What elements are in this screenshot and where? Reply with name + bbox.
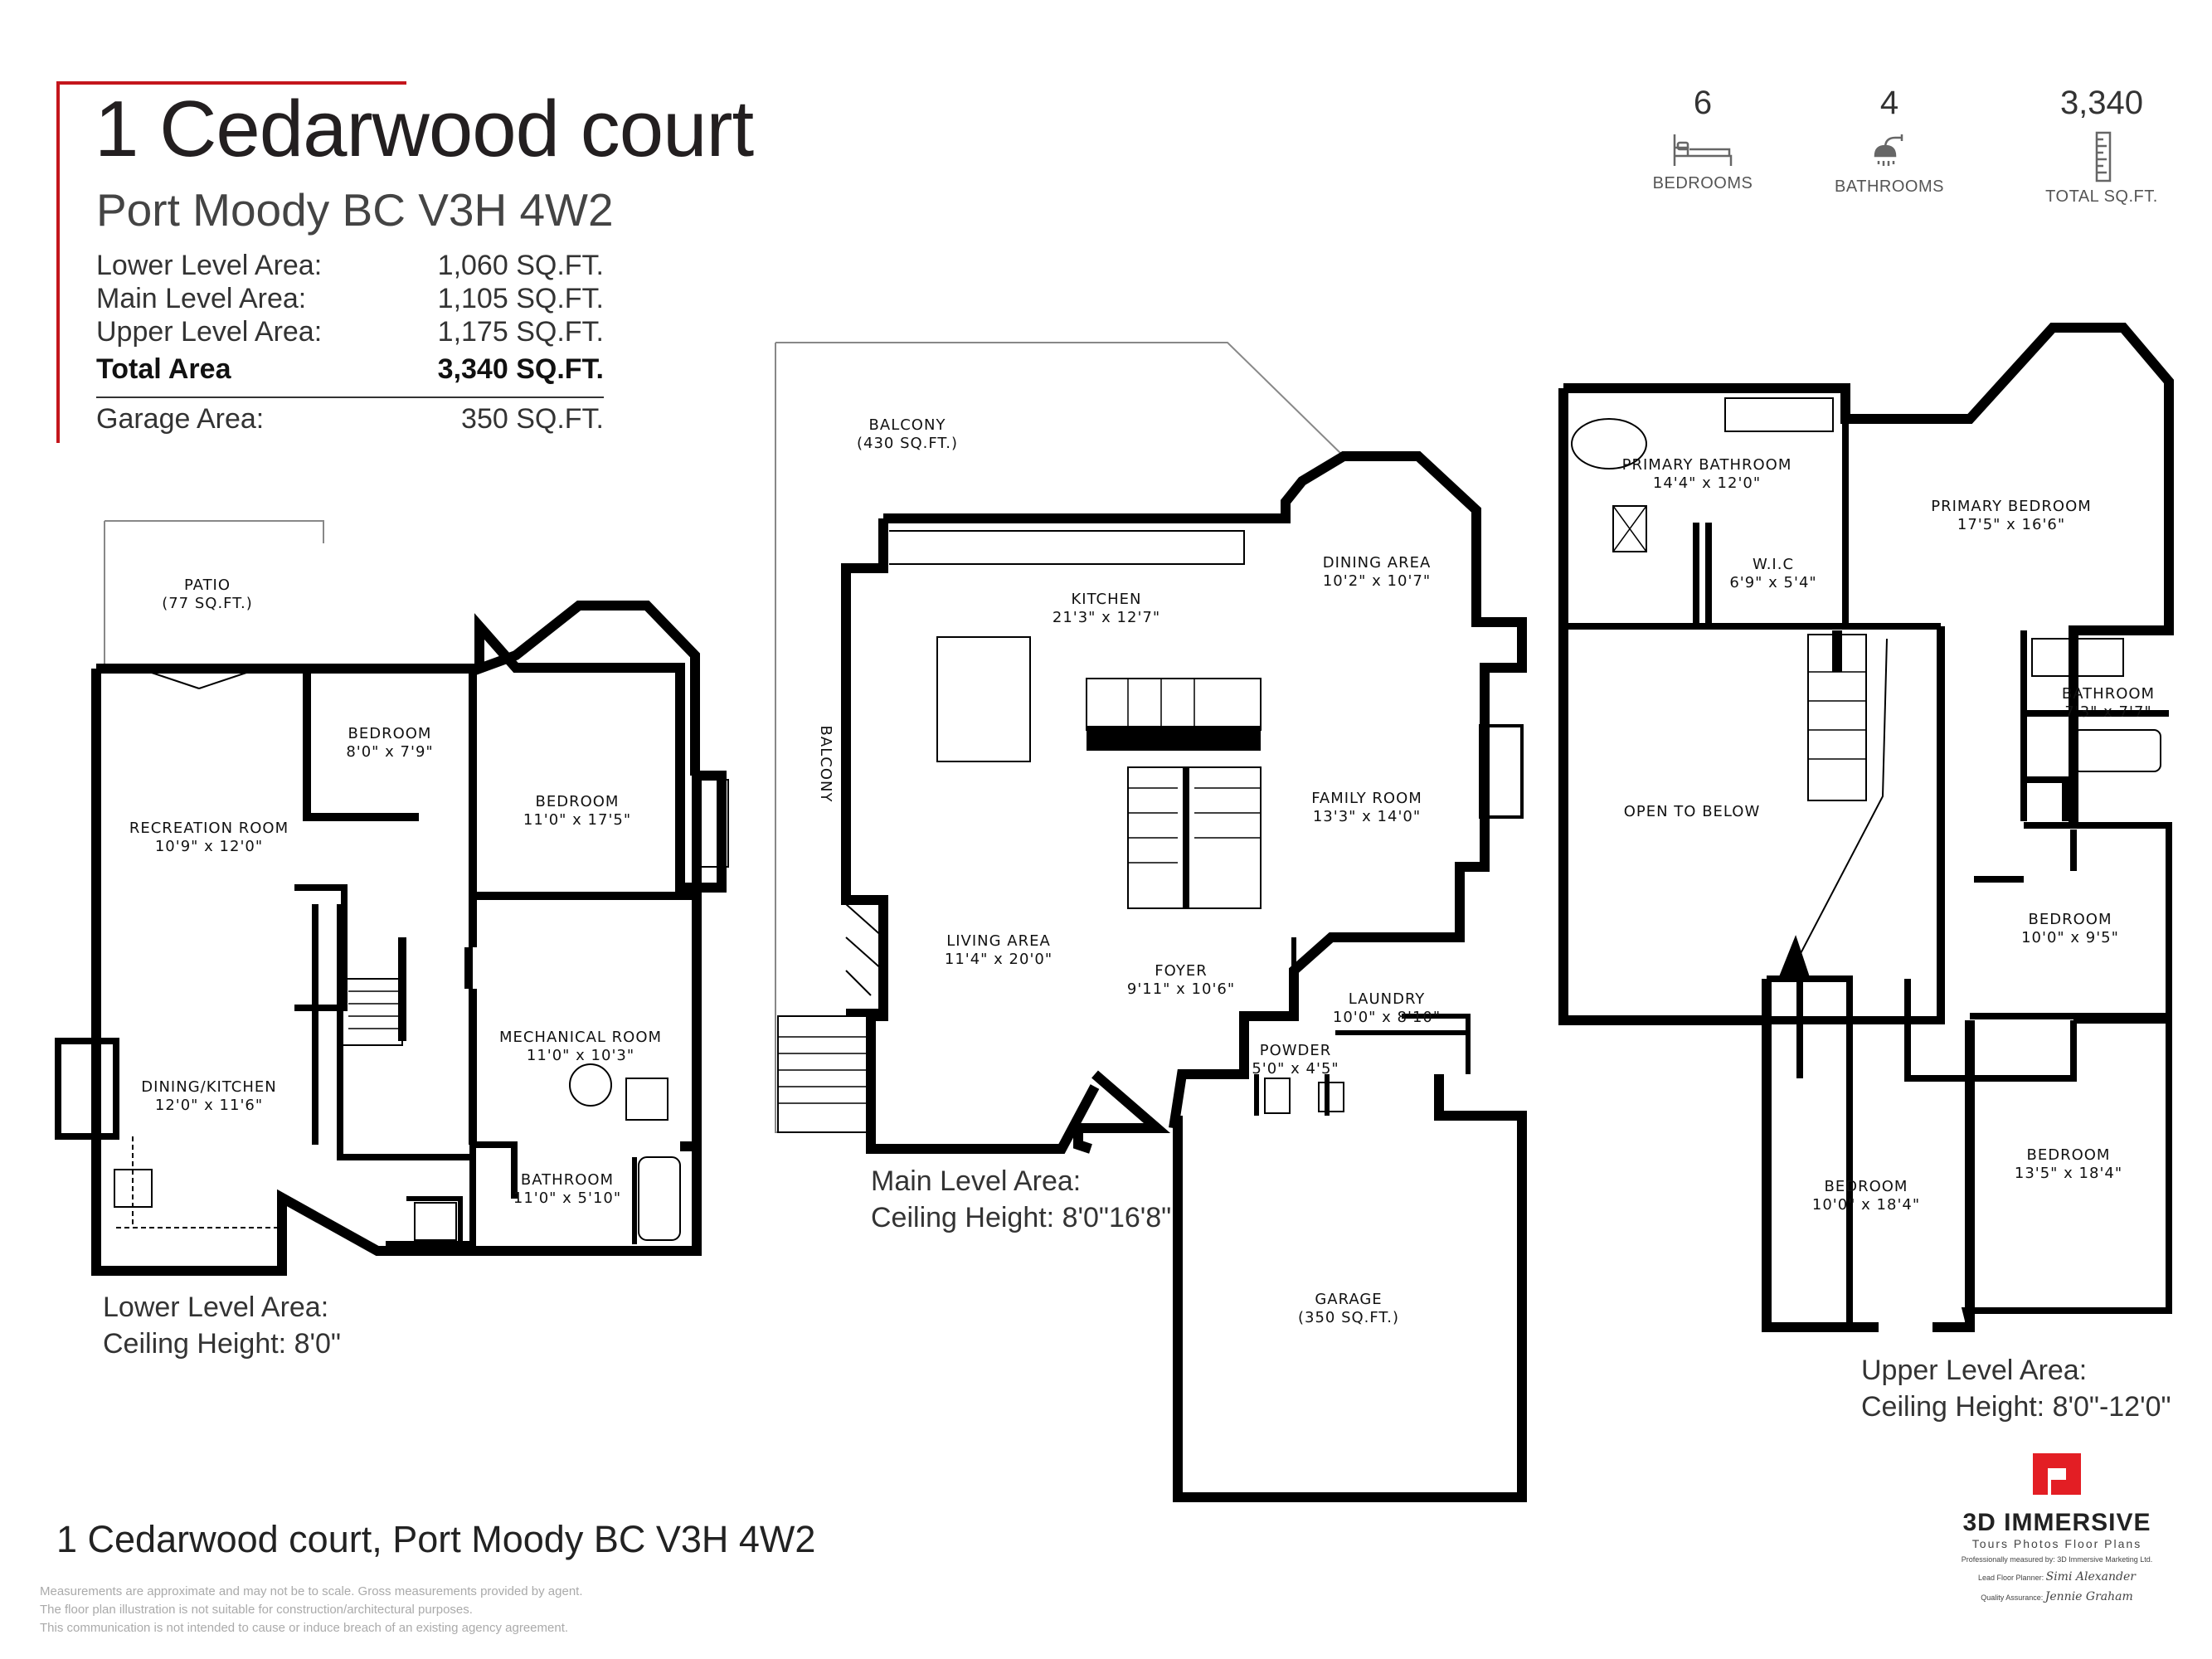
room-label-open-to-below: OPEN TO BELOW (1623, 803, 1761, 820)
area-divider (96, 397, 604, 398)
caption-area: Lower Level Area: (103, 1292, 329, 1323)
upper-level-caption: Upper Level Area: Ceiling Height: 8'0"-1… (1861, 1352, 2171, 1425)
main-level-plan (775, 342, 1527, 1502)
caption-area: Upper Level Area: (1861, 1355, 2088, 1386)
disclaimer-line: This communication is not intended to ca… (40, 1621, 569, 1635)
lead-planner-label: Lead Floor Planner: (1978, 1574, 2044, 1582)
shower-icon (1874, 134, 1903, 166)
area-value: 1,060 SQ.FT. (437, 250, 604, 281)
area-row-garage: Garage Area: 350 SQ.FT. (96, 402, 604, 435)
area-value: 1,105 SQ.FT. (437, 283, 604, 314)
brand-credit: Professionally measured by: 3D Immersive… (1961, 1555, 2153, 1564)
brand-block: 3D IMMERSIVE Tours Photos Floor Plans Pr… (1932, 1450, 2181, 1603)
area-label: Main Level Area: (96, 283, 307, 314)
ruler-icon (2095, 131, 2112, 182)
stat-bathrooms: 4 BATHROOMS (1815, 86, 1964, 197)
stat-bedrooms: 6 BEDROOMS (1628, 86, 1777, 193)
qa-line: Quality Assurance: Jennie Graham (1932, 1590, 2181, 1603)
caption-ceiling: Ceiling Height: 8'0"-12'0" (1861, 1391, 2171, 1423)
lead-planner-signature: Simi Alexander (2045, 1570, 2136, 1584)
brand-logo-icon (2033, 1453, 2081, 1495)
area-value: 1,175 SQ.FT. (437, 316, 604, 348)
stat-number: 3,340 (2059, 85, 2144, 121)
area-label: Total Area (96, 353, 231, 385)
area-row-main: Main Level Area: 1,105 SQ.FT. (96, 282, 604, 315)
disclaimer-line: The floor plan illustration is not suita… (40, 1603, 473, 1617)
main-level-caption: Main Level Area: Ceiling Height: 8'0"16'… (871, 1163, 1171, 1236)
stat-label: TOTAL SQ.FT. (2045, 187, 2158, 206)
room-label-balcony: BALCONY(430 SQ.FT.) (856, 416, 959, 452)
stat-label: BEDROOMS (1652, 174, 1753, 192)
disclaimer: Measurements are approximate and may not… (40, 1583, 583, 1637)
lower-level-plan (55, 520, 729, 1276)
brand-name: 3D IMMERSIVE (1962, 1509, 2151, 1536)
page-title: 1 Cedarwood court (95, 85, 754, 173)
upper-level-plan (1558, 323, 2174, 1332)
area-row-total: Total Area 3,340 SQ.FT. (96, 353, 604, 386)
caption-area: Main Level Area: (871, 1165, 1082, 1197)
qa-label: Quality Assurance: (1981, 1593, 2044, 1602)
qa-signature: Jennie Graham (2044, 1590, 2133, 1603)
stat-number: 6 (1693, 85, 1713, 121)
lead-planner-line: Lead Floor Planner: Simi Alexander (1932, 1570, 2181, 1584)
stat-label: BATHROOMS (1835, 178, 1944, 196)
caption-ceiling: Ceiling Height: 8'0" (103, 1328, 341, 1360)
area-row-upper: Upper Level Area: 1,175 SQ.FT. (96, 315, 604, 348)
room-label-patio: PATIO(77 SQ.FT.) (162, 577, 253, 612)
lower-level-caption: Lower Level Area: Ceiling Height: 8'0" (103, 1289, 341, 1362)
caption-ceiling: Ceiling Height: 8'0"16'8" (871, 1202, 1172, 1233)
disclaimer-line: Measurements are approximate and may not… (40, 1584, 583, 1598)
room-label-garage: GARAGE(350 SQ.FT.) (1297, 1291, 1400, 1326)
area-value: 3,340 SQ.FT. (437, 353, 604, 385)
area-row-lower: Lower Level Area: 1,060 SQ.FT. (96, 249, 604, 282)
page-subtitle: Port Moody BC V3H 4W2 (96, 184, 614, 236)
area-value: 350 SQ.FT. (461, 403, 604, 435)
bed-icon (1673, 134, 1733, 166)
area-label: Lower Level Area: (96, 250, 323, 281)
stat-number: 4 (1879, 85, 1899, 121)
area-label: Garage Area: (96, 403, 265, 435)
brand-tagline: Tours Photos Floor Plans (1971, 1537, 2142, 1550)
room-label-balcony-side: BALCONY (817, 725, 834, 803)
stat-total-sqft: 3,340 TOTAL SQ.FT. (2027, 86, 2176, 207)
header-accent-bar (56, 81, 60, 443)
footer-address: 1 Cedarwood court, Port Moody BC V3H 4W2 (56, 1518, 816, 1560)
area-label: Upper Level Area: (96, 316, 323, 348)
header-accent-line (56, 81, 406, 85)
